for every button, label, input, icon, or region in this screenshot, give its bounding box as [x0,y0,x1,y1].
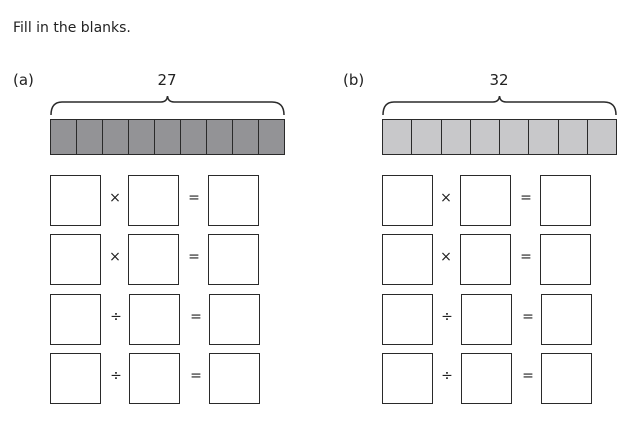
divide-sign: ÷ [441,368,453,384]
blank-box[interactable] [208,234,259,285]
equation-row: × = [382,175,592,226]
blank-box[interactable] [461,353,512,404]
brace-b [382,96,617,116]
divide-sign: ÷ [110,368,122,384]
divide-sign: ÷ [441,309,453,325]
part-label-b: (b) [343,71,365,89]
bar-segment [207,120,233,154]
blank-box[interactable] [128,175,179,226]
bar-segment [470,120,500,154]
blank-box[interactable] [382,353,433,404]
blank-box[interactable] [128,234,179,285]
blank-box[interactable] [50,294,101,345]
blank-box[interactable] [129,294,180,345]
blank-box[interactable] [50,175,101,226]
blank-box[interactable] [540,175,591,226]
times-sign: × [440,190,452,206]
equals-sign: = [188,190,200,206]
blank-box[interactable] [541,353,592,404]
blank-box[interactable] [461,294,512,345]
blank-box[interactable] [541,294,592,345]
blank-box[interactable] [129,353,180,404]
blank-box[interactable] [382,175,433,226]
blank-box[interactable] [209,294,260,345]
blank-box[interactable] [382,234,433,285]
bar-segment [587,120,616,154]
bar-segment [558,120,588,154]
total-label-b: 32 [489,71,509,89]
times-sign: × [109,190,121,206]
blank-box[interactable] [50,234,101,285]
equation-row: × = [382,234,592,285]
bar-segment [529,120,559,154]
equation-row: × = [50,175,260,226]
blank-box[interactable] [540,234,591,285]
bar-model-a [50,119,285,155]
equals-sign: = [520,249,532,265]
times-sign: × [109,249,121,265]
equation-row: ÷ = [50,353,260,404]
total-label-a: 27 [157,71,177,89]
bar-segment [259,120,284,154]
equals-sign: = [190,368,202,384]
bar-segment [129,120,155,154]
bar-segment [441,120,471,154]
equation-row: ÷ = [382,294,592,345]
bar-segment [155,120,181,154]
blank-box[interactable] [460,175,511,226]
bar-segment [412,120,442,154]
times-sign: × [440,249,452,265]
divide-sign: ÷ [110,309,122,325]
bar-segment [500,120,530,154]
blank-box[interactable] [208,175,259,226]
bar-segment [51,120,77,154]
blank-box[interactable] [382,294,433,345]
equals-sign: = [520,190,532,206]
brace-a [50,96,285,116]
bar-segment [181,120,207,154]
blank-box[interactable] [209,353,260,404]
equation-row: ÷ = [382,353,592,404]
bar-model-b [382,119,617,155]
blank-box[interactable] [50,353,101,404]
equals-sign: = [188,249,200,265]
instruction-text: Fill in the blanks. [13,20,131,36]
bar-segment [103,120,129,154]
blank-box[interactable] [460,234,511,285]
equals-sign: = [190,309,202,325]
equals-sign: = [522,368,534,384]
equation-row: ÷ = [50,294,260,345]
bar-segment [77,120,103,154]
equals-sign: = [522,309,534,325]
bar-segment [383,120,413,154]
bar-segment [233,120,259,154]
part-label-a: (a) [13,71,34,89]
equation-row: × = [50,234,260,285]
